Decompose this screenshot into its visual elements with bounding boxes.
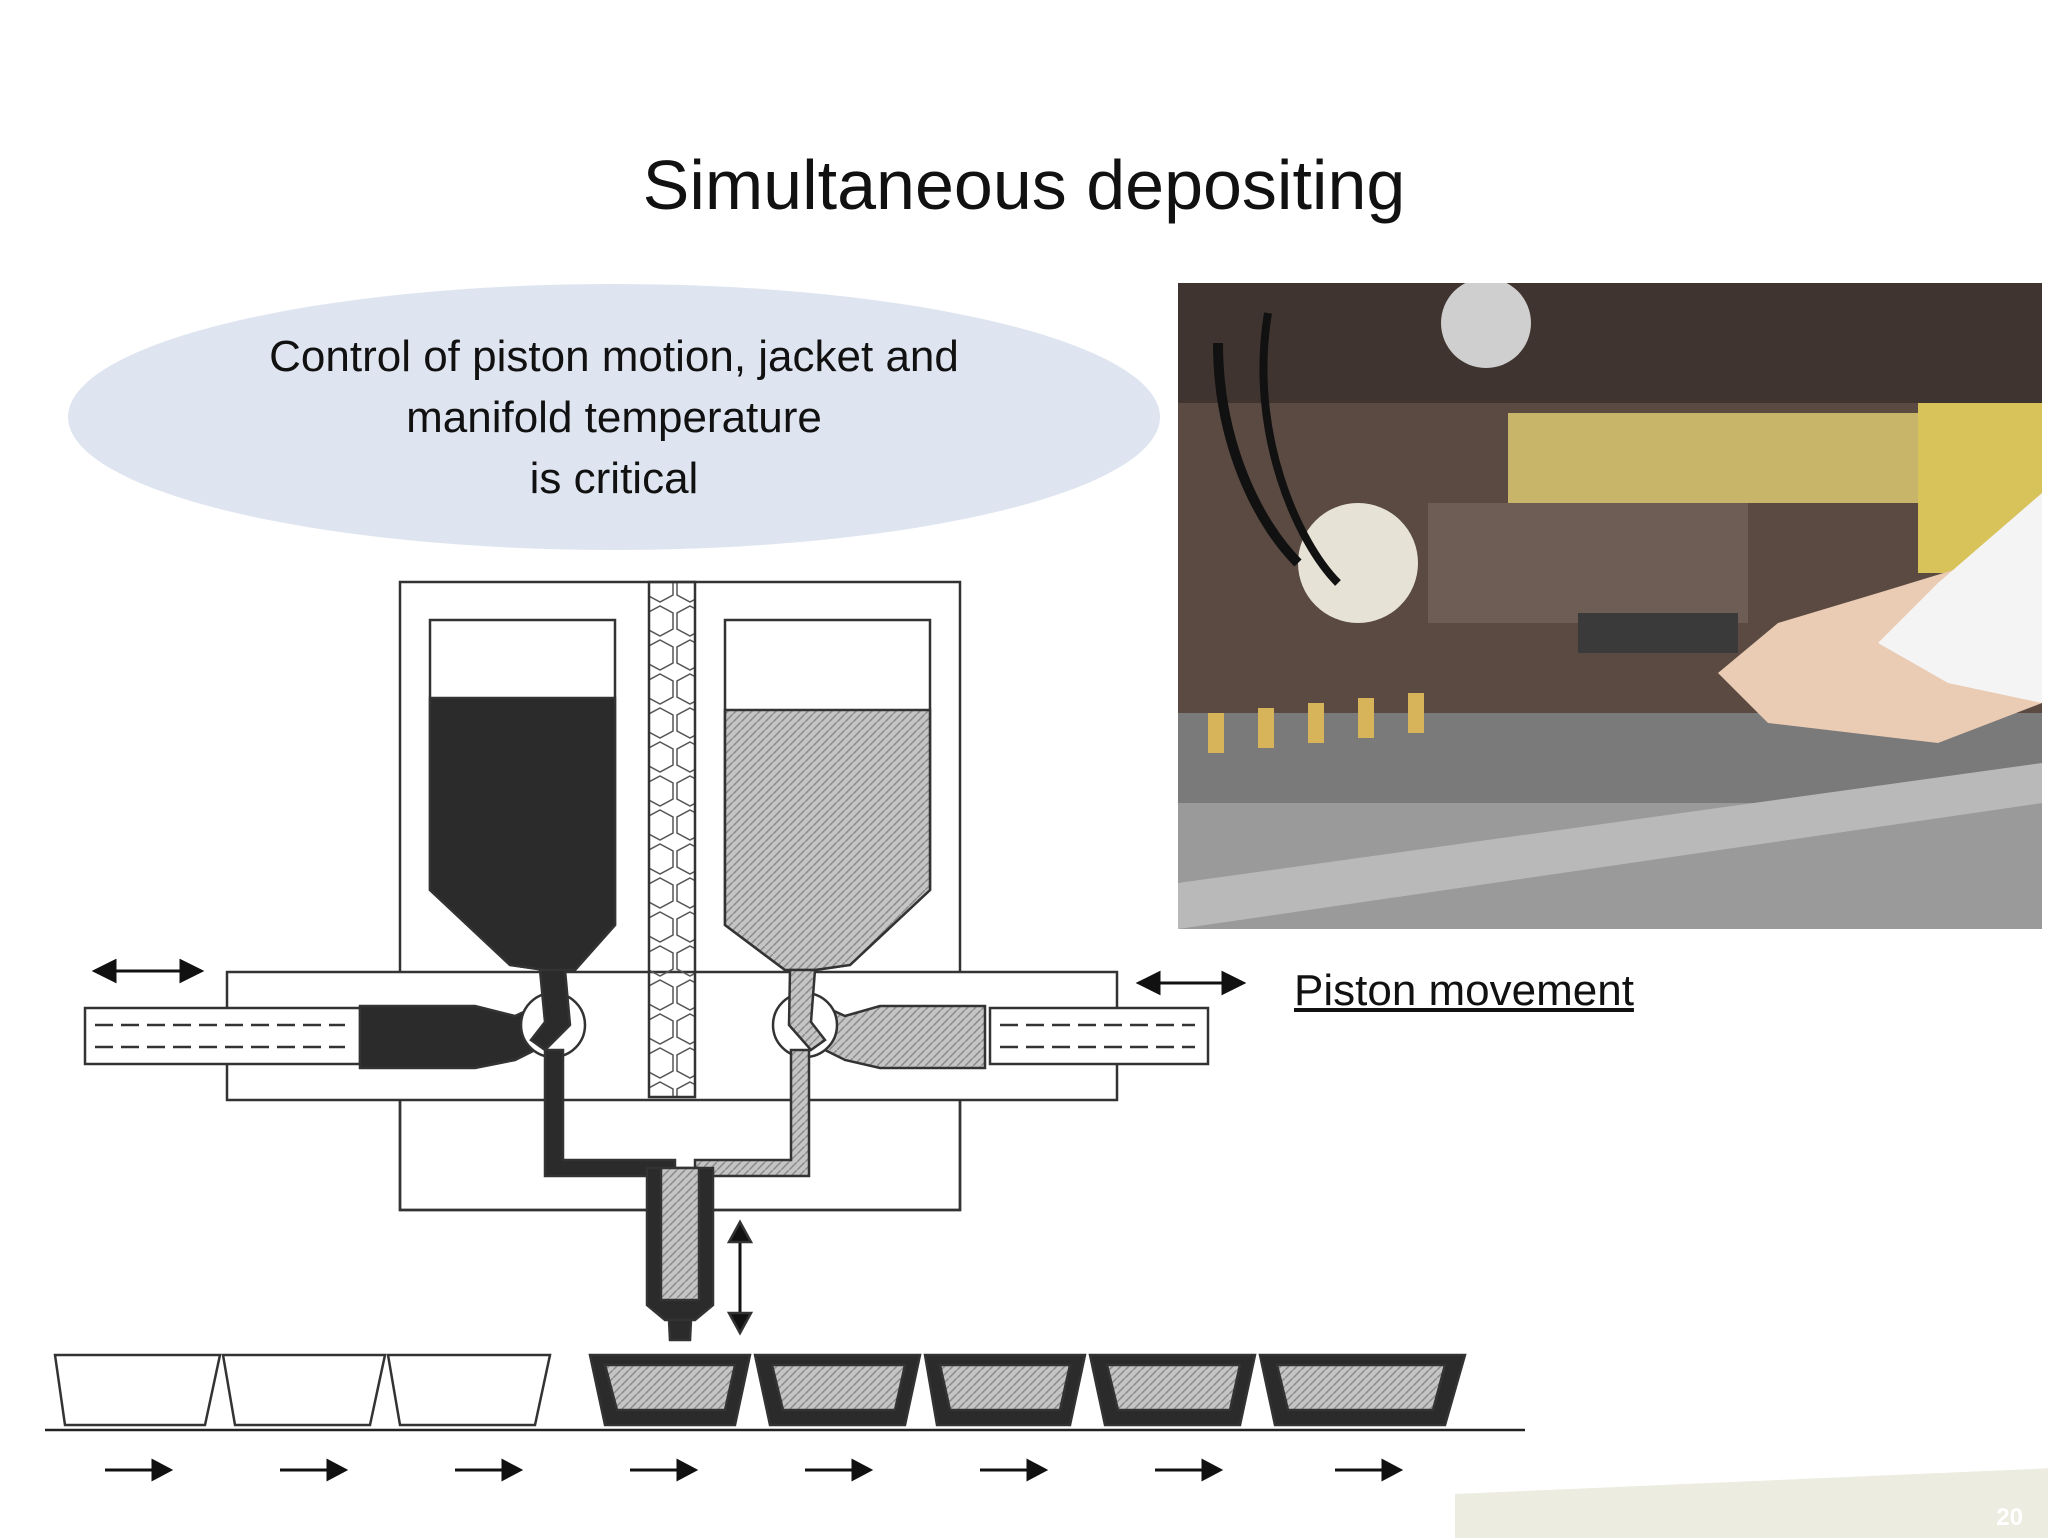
double-arrow-icon: [91, 958, 1247, 996]
footer-band: [1455, 1468, 2048, 1538]
callout-ellipse: [68, 284, 1160, 550]
depositor-diagram: [45, 580, 1525, 1482]
callout-line-3: is critical: [529, 454, 699, 503]
callout-line-2: manifold temperature: [406, 393, 822, 442]
photo-caption: Piston movement: [1294, 966, 1634, 1015]
depositor-machine-photo: [1178, 283, 2042, 929]
callout-line-1: Control of piston motion, jacket and: [269, 332, 959, 381]
page-number: 20: [1996, 1504, 2023, 1531]
callout-text: Control of piston motion, jacket and man…: [170, 326, 1058, 509]
slide-title: Simultaneous depositing: [642, 146, 1406, 224]
conveyor-arrow-icon: [105, 1458, 1404, 1482]
